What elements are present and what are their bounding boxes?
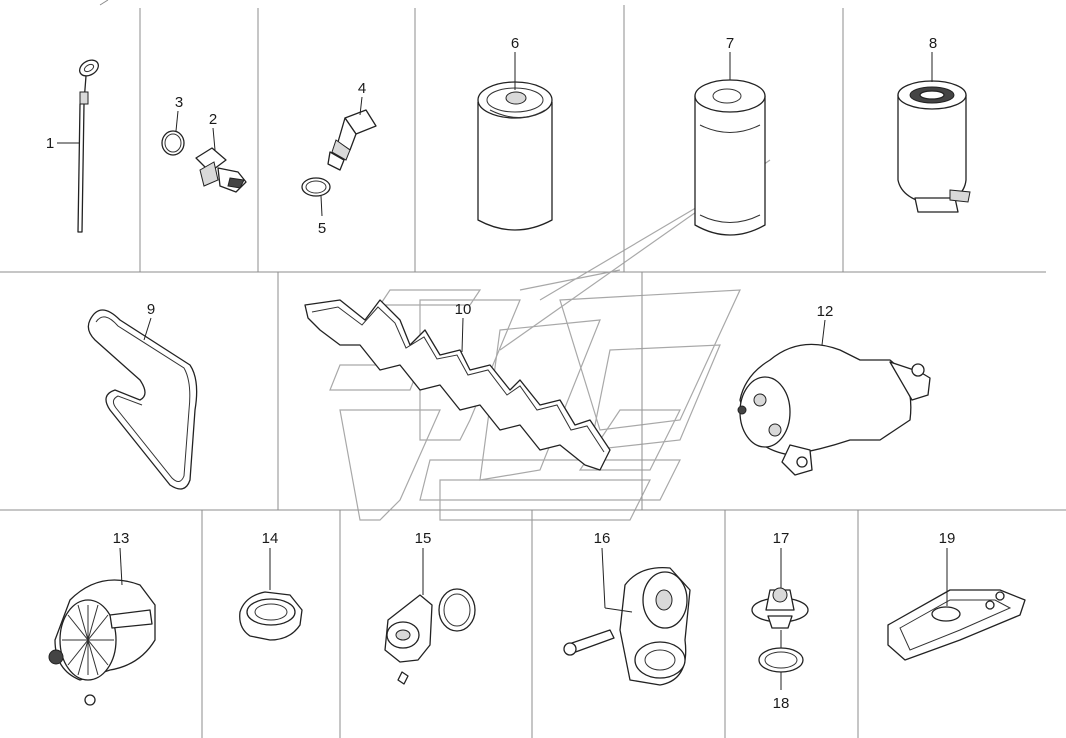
- part-number-18: 18: [773, 695, 790, 712]
- part-number-labels: 1 2 3 4 5 6 7 8 9 10 12 13 14 15 16 17 1…: [46, 35, 956, 712]
- part-number-13: 13: [113, 530, 130, 547]
- part-number-6: 6: [511, 35, 519, 52]
- pressure-sensor-icon: [195, 127, 247, 193]
- part-number-19: 19: [939, 530, 956, 547]
- part-number-9: 9: [147, 301, 155, 318]
- dipstick-icon: [57, 59, 99, 233]
- injector-rail-gasket-icon: [887, 548, 1026, 661]
- starter-motor-icon: [737, 319, 931, 476]
- part-number-2: 2: [209, 111, 217, 128]
- belt-tensioner-icon: [563, 547, 691, 686]
- oil-filter-icon: [477, 52, 553, 231]
- part-number-17: 17: [773, 530, 790, 547]
- part-number-14: 14: [262, 530, 279, 547]
- o-ring-icon: [161, 110, 185, 156]
- part-number-12: 12: [817, 303, 834, 320]
- thermostat-housing-icon: [384, 548, 476, 685]
- part-number-4: 4: [358, 80, 366, 97]
- temperature-sensor-icon: [327, 96, 377, 171]
- part-number-1: 1: [46, 135, 54, 152]
- water-separator-filter-icon: [897, 52, 971, 213]
- fuel-filter-icon: [694, 52, 766, 236]
- part-number-5: 5: [318, 220, 326, 237]
- part-number-7: 7: [726, 35, 734, 52]
- oil-filler-cap-icon: [239, 548, 303, 641]
- o-ring-icon: [301, 177, 331, 217]
- part-number-10: 10: [455, 301, 472, 318]
- seal-ring-icon: [758, 630, 804, 690]
- thermostat-icon: [751, 548, 809, 629]
- alternator-icon: [48, 547, 156, 706]
- part-number-16: 16: [594, 530, 611, 547]
- part-number-8: 8: [929, 35, 937, 52]
- drive-belt-icon: [87, 309, 198, 490]
- part-number-3: 3: [175, 94, 183, 111]
- valve-cover-gasket-icon: [304, 299, 611, 471]
- part-number-15: 15: [415, 530, 432, 547]
